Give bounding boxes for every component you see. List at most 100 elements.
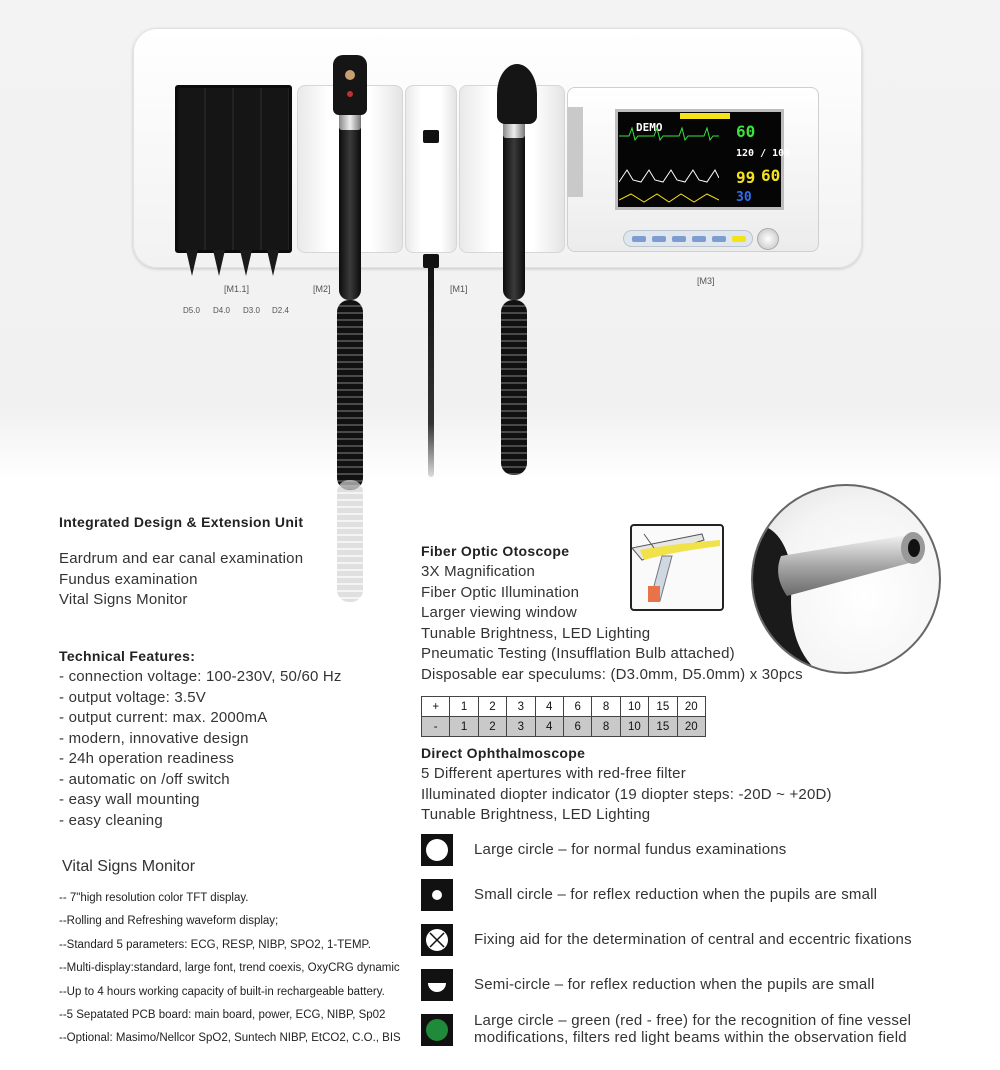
handle-collar (339, 112, 361, 130)
vsm-title: Vital Signs Monitor (62, 858, 196, 875)
fiber-optic-diagram-icon (632, 533, 720, 602)
tech-item: - automatic on /off switch (59, 770, 230, 788)
diopter-cell: 1 (449, 696, 479, 717)
monitor-key[interactable] (692, 236, 706, 242)
vsm-item: -- 7"high resolution color TFT display. (59, 892, 249, 904)
heart-rate-value: 60 (736, 122, 756, 141)
power-cord (428, 262, 434, 477)
diopter-cell: 6 (562, 696, 593, 717)
resp-waveform (619, 193, 719, 203)
speculum-size-label: D2.4 (272, 306, 289, 315)
diopter-cell: 20 (676, 696, 706, 717)
large-circle-icon (421, 834, 453, 866)
ecg-waveform (619, 126, 719, 142)
speculum-tip (240, 250, 252, 276)
speculum-size-label: D3.0 (243, 306, 260, 315)
diopter-cell: 10 (619, 696, 650, 717)
ophthalmoscope-coil-cord (337, 300, 363, 490)
tech-item: - modern, innovative design (59, 729, 249, 747)
diopter-row-minus: - 1 2 3 4 6 8 10 15 20 (420, 716, 706, 737)
ophthalmoscope-item: Illuminated diopter indicator (19 diopte… (421, 785, 832, 803)
tech-item: - 24h operation readiness (59, 750, 235, 767)
diopter-table: + 1 2 3 4 6 8 10 15 20 - 1 2 3 4 6 8 10 … (420, 696, 706, 737)
otoscope-title: Fiber Optic Otoscope (421, 543, 570, 559)
monitor-screen (615, 109, 784, 210)
alarm-bar (680, 113, 730, 119)
green-circle-icon (421, 1014, 453, 1046)
ophthalmoscope-item: Tunable Brightness, LED Lighting (421, 806, 651, 823)
intro-item: Fundus examination (59, 570, 198, 588)
diopter-cell: 3 (506, 696, 536, 717)
vsm-item: --Optional: Masimo/Nellcor SpO2, Suntech… (59, 1032, 401, 1045)
diopter-cell: 20 (676, 716, 706, 737)
product-render: DEMO 60 120 / 100 99 60 30 [M1.1] [M2] [… (0, 0, 1000, 602)
monitor-key[interactable] (712, 236, 726, 242)
module-label: [M1.1] (224, 284, 250, 294)
monitor-key[interactable] (652, 236, 666, 242)
diopter-sign: + (420, 696, 451, 717)
ophthalmoscope-title: Direct Ophthalmoscope (421, 745, 586, 761)
vsm-list: -- 7"high resolution color TFT display. … (59, 887, 401, 1051)
otoscope-coil-cord (501, 300, 527, 475)
otoscope-handle[interactable] (503, 120, 525, 300)
intro-title: Integrated Design & Extension Unit (59, 514, 304, 530)
vsm-item: --5 Sepatated PCB board: main board, pow… (59, 1009, 386, 1022)
intro-item: Vital Signs Monitor (59, 591, 188, 608)
otoscope-item: Larger viewing window (421, 604, 577, 621)
tech-item: - easy cleaning (59, 811, 163, 829)
ophthalmoscope-lens (345, 70, 355, 80)
diopter-cell: 10 (619, 716, 650, 737)
ophthalmoscope-handle[interactable] (339, 110, 361, 300)
ophthalmoscope-indicator (347, 91, 353, 97)
ophthalmoscope-item: 5 Different apertures with red-free filt… (421, 765, 686, 782)
tech-item: - output voltage: 3.5V (59, 688, 206, 706)
monitor-rotary-knob[interactable] (757, 228, 779, 250)
handle-collar (503, 120, 525, 138)
module-label: [M2] (313, 284, 331, 294)
otoscope-list: 3X Magnification Fiber Optic Illuminatio… (421, 562, 803, 685)
diopter-cell: 2 (477, 696, 508, 717)
diopter-cell: 4 (534, 696, 564, 717)
otoscope-diagram (630, 524, 724, 611)
diopter-sign: - (420, 716, 451, 737)
otoscope-item: Disposable ear speculums: (D3.0mm, D5.0m… (421, 665, 803, 683)
aperture-label: Small circle – for reflex reduction when… (474, 886, 878, 903)
diopter-cell: 6 (562, 716, 593, 737)
speculum-zoom-inset (751, 484, 941, 674)
diopter-cell: 3 (506, 716, 536, 737)
otoscope-head[interactable] (497, 64, 537, 124)
monitor-side-bracket (567, 107, 583, 197)
diopter-cell: 8 (591, 716, 621, 737)
diopter-cell: 1 (449, 716, 479, 737)
ophthalmoscope-coil-cord-reflection (337, 480, 363, 602)
diopter-cell: 8 (591, 696, 621, 717)
vsm-item: --Rolling and Refreshing waveform displa… (59, 915, 279, 928)
intro-list: Eardrum and ear canal examination Fundus… (59, 549, 303, 611)
tech-item: - output current: max. 2000mA (59, 709, 268, 726)
power-module (405, 85, 457, 253)
module-label: [M3] (697, 276, 715, 286)
otoscope-item: Pneumatic Testing (Insufflation Bulb att… (421, 645, 735, 662)
tech-list: - connection voltage: 100-230V, 50/60 Hz… (59, 667, 342, 831)
monitor-key[interactable] (732, 236, 746, 242)
resp-value: 30 (736, 190, 752, 205)
ophthalmoscope-list: 5 Different apertures with red-free filt… (421, 764, 832, 826)
monitor-key[interactable] (632, 236, 646, 242)
speculum-tip (267, 250, 279, 276)
vsm-item: --Multi-display:standard, large font, tr… (59, 962, 400, 975)
diopter-row-plus: + 1 2 3 4 6 8 10 15 20 (420, 696, 706, 717)
diopter-cell: 15 (648, 696, 678, 717)
diopter-cell: 15 (648, 716, 678, 737)
pulse-value: 60 (761, 166, 781, 185)
fixation-cross-icon (421, 924, 453, 956)
speculum-size-label: D4.0 (213, 306, 230, 315)
spo2-value: 99 (736, 168, 756, 187)
tech-item: - connection voltage: 100-230V, 50/60 Hz (59, 668, 342, 685)
vsm-item: --Standard 5 parameters: ECG, RESP, NIBP… (59, 938, 371, 951)
diopter-cell: 2 (477, 716, 508, 737)
power-switch[interactable] (423, 130, 439, 143)
aperture-label: Large circle – for normal fundus examina… (474, 841, 787, 858)
ophthalmoscope-head[interactable] (333, 55, 367, 115)
speculum-tip (213, 250, 225, 276)
monitor-key[interactable] (672, 236, 686, 242)
